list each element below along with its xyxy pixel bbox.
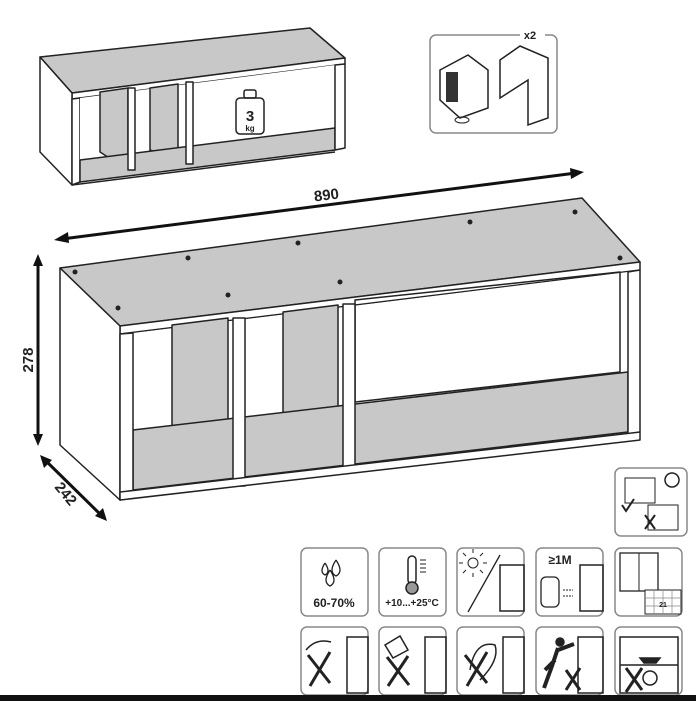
bracket-quantity: x2 [524,30,536,42]
no-oil-icon [300,626,369,696]
no-pushing-icon [535,626,604,696]
humidity-label: 60-70% [313,596,355,610]
wall-mount-instruction-icon [614,467,688,537]
weight-icon [235,89,265,135]
main-shelf-illustration [59,197,641,501]
heater-distance-icon [535,547,604,617]
load-value: 3 [246,108,254,125]
no-abrasive-cloth-icon [456,626,525,696]
temperature-label: +10...+25°C [385,598,438,609]
calendar-day-label: 21 [659,602,667,609]
no-liquid-spill-icon [378,626,447,696]
bottom-border [0,695,696,701]
no-heavy-load-icon [614,626,683,696]
no-direct-sunlight-icon [456,547,525,617]
dimension-arrows [33,168,584,521]
temperature-icon [378,547,447,617]
small-shelf-illustration [39,27,346,186]
width-dimension: 890 [313,186,340,206]
depth-dimension: 242 [51,479,80,509]
height-dimension: 278 [20,347,37,372]
humidity-icon [300,547,369,617]
bracket-illustration [429,34,558,134]
load-unit: kg [245,124,254,133]
heater-distance-label: ≥1M [548,553,571,567]
ventilation-calendar-icon [614,547,683,617]
